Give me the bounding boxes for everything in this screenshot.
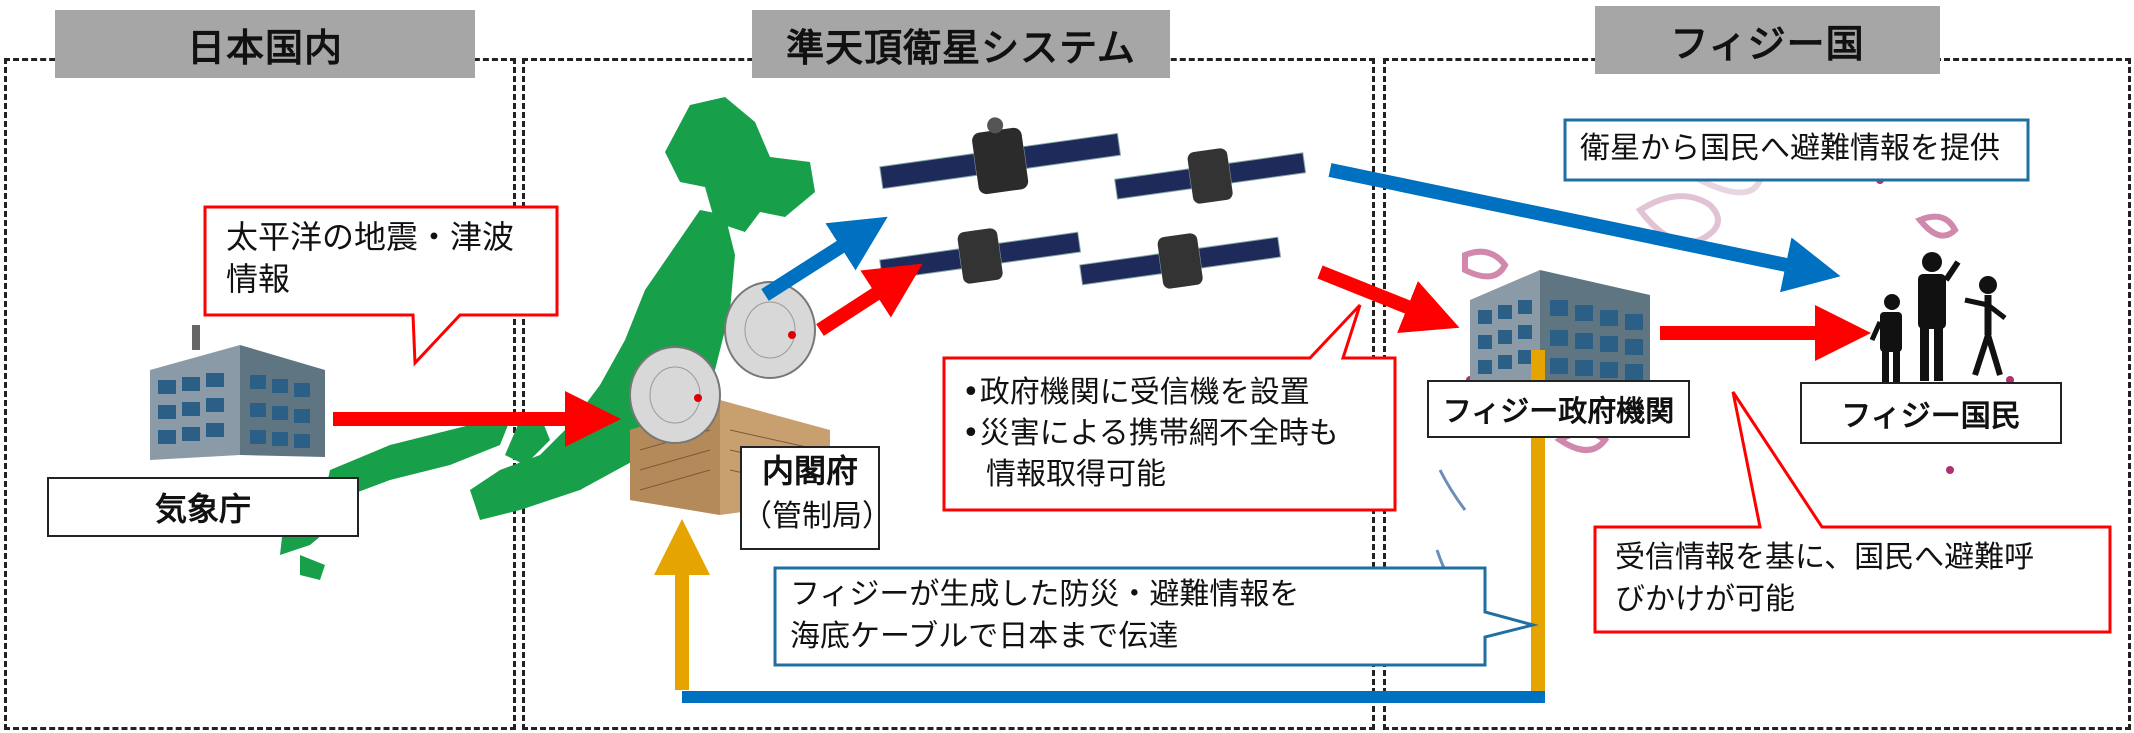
arrow-satellite-to-fijigov (1317, 265, 1460, 333)
callout-receiver-text: •政府機関に受信機を設置 •災害による携帯網不全時も 情報取得可能 (962, 372, 1339, 495)
callout-evac-text: 受信情報を基に、国民へ避難呼 びかけが可能 (1615, 537, 2034, 621)
callout-receiver-bullet2: •災害による携帯網不全時も (962, 416, 1339, 451)
callout-quake-line1: 太平洋の地震・津波 (226, 218, 515, 256)
callout-evac-line1: 受信情報を基に、国民へ避難呼 (1615, 540, 2035, 575)
callout-cable (773, 566, 1539, 667)
node-cabinet-office-name: 内閣府 (761, 452, 858, 490)
callout-cable-line1: フィジーが生成した防災・避難情報を (790, 577, 1300, 612)
building-icon (1470, 270, 1650, 385)
callout-evac (1593, 391, 2112, 634)
callout-receiver-bullet1: •政府機関に受信機を設置 (962, 375, 1310, 410)
arrow-uplink-blue (761, 216, 888, 301)
arrow-uplink-red (816, 263, 923, 336)
callout-quake (203, 205, 559, 367)
region-header-qzss: 準天頂衛星システム (752, 10, 1170, 78)
callout-satellite-to-people (1563, 118, 2030, 182)
node-cabinet-office: 内閣府 （管制局） (740, 446, 892, 550)
node-cabinet-office-sub: （管制局） (742, 499, 892, 534)
callout-receiver-bullet2-cont: 情報取得可能 (986, 457, 1166, 492)
node-fiji-gov: フィジー政府機関 (1427, 380, 1690, 438)
region-header-fiji: フィジー国 (1595, 6, 1940, 74)
callout-cable-text: フィジーが生成した防災・避難情報を 海底ケーブルで日本まで伝達 (790, 574, 1299, 658)
japan-map (280, 97, 815, 580)
callout-satellite-to-people-text: 衛星から国民へ避難情報を提供 (1580, 131, 2000, 166)
callout-cable-line2: 海底ケーブルで日本まで伝達 (790, 619, 1179, 654)
callout-quake-line2: 情報 (226, 260, 291, 298)
node-jma: 気象庁 (47, 477, 359, 537)
people-icon (1869, 252, 2007, 390)
arrow-satellite-to-people (1328, 163, 1841, 293)
region-header-japan: 日本国内 (55, 10, 475, 78)
building-icon (150, 325, 325, 460)
callout-evac-line2: びかけが可能 (1615, 582, 1795, 617)
callout-receiver (942, 303, 1397, 512)
callout-quake-text: 太平洋の地震・津波 情報 (226, 216, 514, 300)
node-fiji-people: フィジー国民 (1800, 382, 2062, 444)
satellite-icon (879, 117, 1307, 289)
